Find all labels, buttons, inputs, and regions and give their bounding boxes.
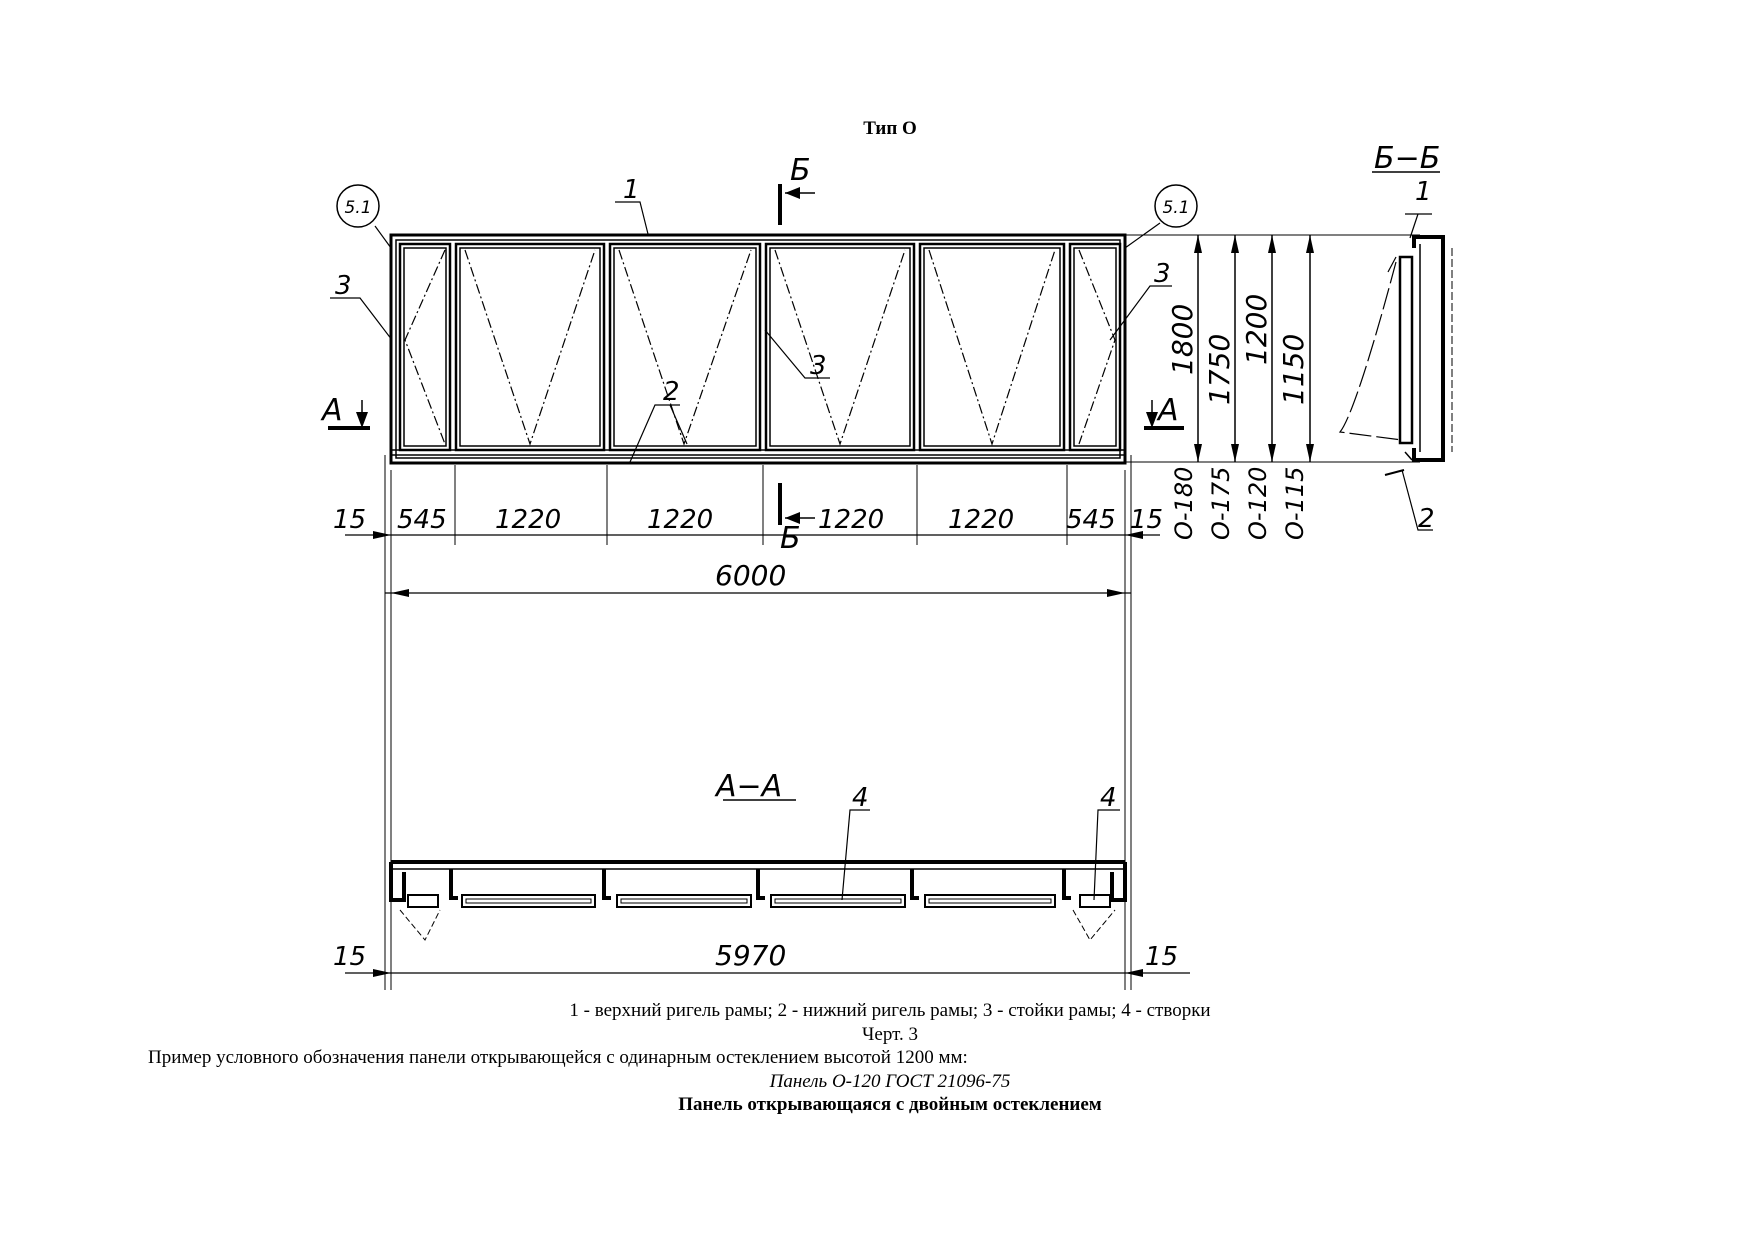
dim-total-width: 6000 [715,559,786,592]
section-mark-b-bottom: Б [780,521,801,556]
dim-height-1750: 1750 [1203,334,1236,405]
dim-height-1200: 1200 [1240,294,1273,365]
dim-545-left: 545 [397,505,447,535]
section-view-bb-title: Б−Б [1374,141,1440,176]
section-arrows [361,192,1153,519]
section-aa-plan [389,799,1127,941]
opening-lines [404,249,1116,446]
detail-callout-right: 5.1 [1162,198,1189,218]
detail-callout-left: 5.1 [344,198,371,218]
dim-height-1800: 1800 [1166,304,1199,375]
callout-pos2: 2 [663,377,680,407]
dim-1220-d: 1220 [948,505,1014,535]
callout-pos4-middle: 4 [852,783,869,813]
type-mark-o120: О-120 [1244,467,1272,540]
callout-bb-pos2: 2 [1418,504,1435,534]
dim-1220-a: 1220 [495,505,561,535]
dim-545-right: 545 [1066,505,1116,535]
dim-aa-total: 5970 [715,939,786,972]
dim-left-gap: 15 [333,505,366,535]
extension-lines [384,234,1420,990]
callout-pos3-middle: 3 [810,351,827,381]
sash-windows [398,242,1122,452]
designation-example: Панель О-120 ГОСТ 21096-75 [769,1071,1011,1092]
section-mark-a-left: А [320,393,343,428]
next-section-heading: Панель открывающаяся с двойным остеклени… [678,1094,1102,1115]
panel-frame [389,233,1127,465]
leader-lines [330,201,1172,901]
section-title: Тип О [863,118,917,139]
callout-bb-pos1: 1 [1415,177,1432,207]
dim-right-gap: 15 [1130,505,1163,535]
figure-label: Черт. 3 [862,1024,918,1045]
callout-pos3-left: 3 [335,271,352,301]
dim-aa-right-gap: 15 [1145,942,1178,972]
dim-aa-left-gap: 15 [333,942,366,972]
horizontal-dimension-lines [345,534,1190,974]
dim-1220-c: 1220 [818,505,884,535]
dim-height-1150: 1150 [1277,334,1310,405]
dim-1220-b: 1220 [647,505,713,535]
section-view-aa-title: А−А [714,769,782,804]
drawing-caption: 1 - верхний ригель рамы; 2 - нижний риге… [569,1000,1211,1021]
example-paragraph: Пример условного обозначения панели откр… [148,1047,968,1068]
type-mark-o175: О-175 [1207,467,1235,540]
dimension-arrowheads [356,187,1314,977]
callout-pos4-right: 4 [1100,783,1117,813]
section-mark-b-top: Б [790,153,811,188]
detail-circles [336,184,1198,228]
section-bb-profile [1338,171,1453,531]
vertical-dimension-lines [1197,235,1311,462]
section-markers [328,184,1184,525]
callout-pos1: 1 [623,175,640,205]
type-mark-o115: О-115 [1281,467,1309,540]
callout-pos3-right: 3 [1154,259,1171,289]
section-mark-a-right: А [1156,393,1179,428]
type-mark-o180: О-180 [1170,467,1198,540]
